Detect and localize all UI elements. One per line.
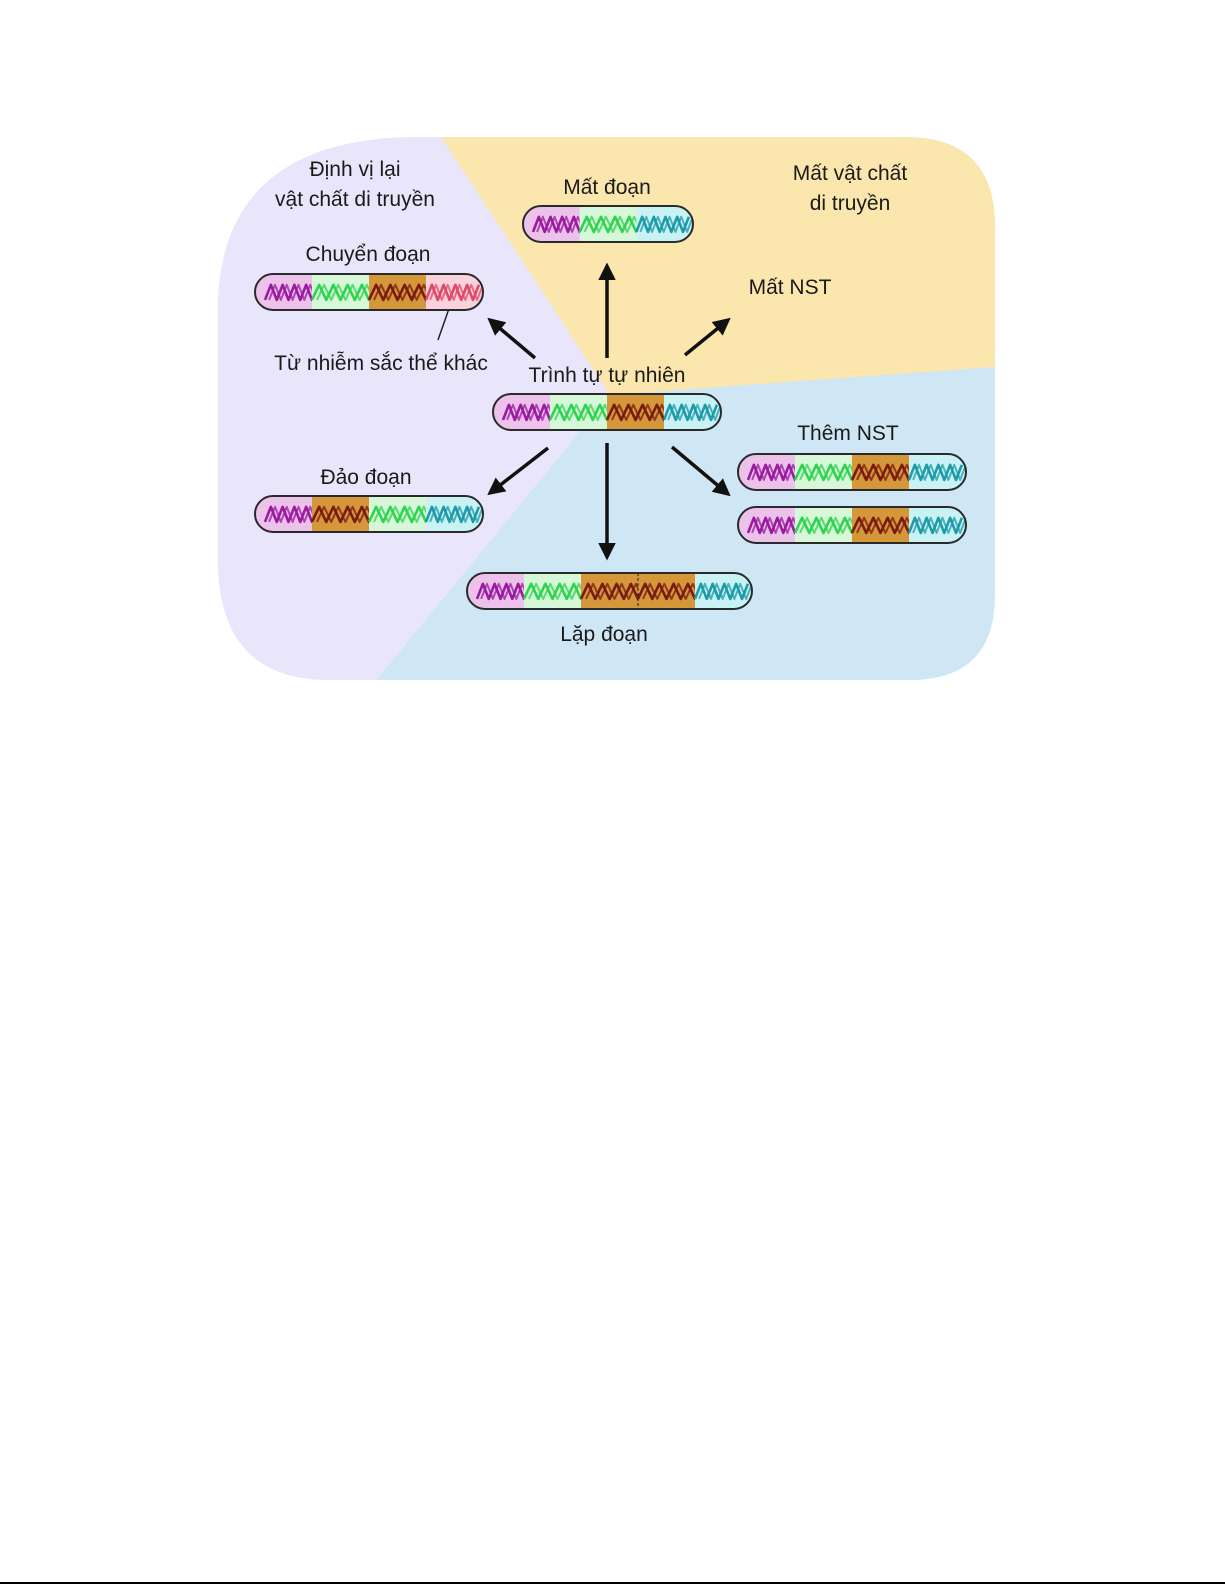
- label-loss-chromosome: Mất NST: [749, 276, 832, 299]
- helix-strand: [475, 582, 532, 601]
- helix-strand: [310, 283, 378, 302]
- chromosome-translocation: [254, 273, 484, 311]
- region-relocate-title-2: vật chất di truyền: [275, 188, 435, 211]
- region-loss: [430, 137, 995, 395]
- helix-strand: [531, 215, 587, 234]
- label-translocation: Chuyển đoạn: [306, 243, 431, 266]
- helix-strand: [746, 516, 803, 535]
- helix-strand: [907, 516, 964, 535]
- helix-strand: [636, 582, 704, 601]
- helix-strand: [912, 463, 966, 481]
- helix-strand: [522, 582, 590, 601]
- arrow-to-inversion: [487, 446, 550, 496]
- helix-strand: [367, 505, 435, 524]
- helix-strand: [746, 463, 803, 482]
- helix-strand: [424, 505, 481, 524]
- helix-strand: [548, 403, 616, 422]
- chromosome-duplication: [466, 572, 753, 610]
- helix-strand: [310, 505, 378, 524]
- helix-strand: [912, 516, 966, 534]
- helix-strand: [639, 215, 693, 233]
- label-inversion: Đảo đoạn: [320, 466, 411, 489]
- helix-strand: [850, 516, 918, 535]
- helix-strand: [850, 463, 918, 482]
- label-duplication: Lặp đoạn: [560, 623, 648, 646]
- helix-strand: [698, 582, 752, 600]
- helix-strand: [578, 215, 645, 234]
- label-natural: Trình tự tự nhiên: [529, 364, 686, 387]
- label-deletion: Mất đoạn: [563, 176, 651, 199]
- chromosome-inversion: [254, 495, 484, 533]
- arrow-to-addition: [670, 445, 731, 497]
- label-addition: Thêm NST: [797, 422, 899, 445]
- label-other-chromosome: Từ nhiễm sắc thể khác: [274, 352, 488, 375]
- region-relocate-title-1: Định vị lại: [309, 158, 400, 181]
- helix-strand: [429, 505, 483, 523]
- chromosome-outline: [492, 393, 722, 431]
- chromosome-outline: [466, 572, 753, 610]
- helix-strand: [429, 283, 483, 301]
- chromosome-natural: [492, 393, 722, 431]
- helix-strand: [367, 283, 435, 302]
- helix-strand: [263, 505, 320, 524]
- helix-strand: [793, 516, 861, 535]
- chromosome-outline: [254, 495, 484, 533]
- chromosome-outline: [737, 453, 967, 491]
- helix-strand: [635, 215, 691, 234]
- arrow-to-translocation: [487, 317, 537, 360]
- helix-strand: [263, 283, 320, 302]
- arrows: [487, 262, 731, 561]
- helix-strand: [605, 403, 673, 422]
- helix-strand: [579, 582, 647, 601]
- arrow-to-loss-chromosome: [683, 317, 731, 357]
- region-loss-title-1: Mất vật chất: [793, 162, 908, 185]
- helix-strand: [907, 463, 964, 482]
- helix-strand: [793, 463, 861, 482]
- chromosome-addition-1: [737, 453, 967, 491]
- helix-strand: [693, 582, 750, 601]
- helix-strand: [667, 403, 721, 421]
- helix-strand: [662, 403, 719, 422]
- region-loss-title-2: di truyền: [810, 192, 891, 215]
- region-relocate: [218, 137, 610, 680]
- helix-strand: [424, 283, 481, 302]
- chromosome-addition-2: [737, 506, 967, 544]
- chromosome-deletion: [522, 205, 694, 243]
- chromosome-outline: [254, 273, 484, 311]
- page-bottom-rule: [0, 1582, 1225, 1584]
- helix-strand: [501, 403, 558, 422]
- chromosome-outline: [737, 506, 967, 544]
- chromosome-outline: [522, 205, 694, 243]
